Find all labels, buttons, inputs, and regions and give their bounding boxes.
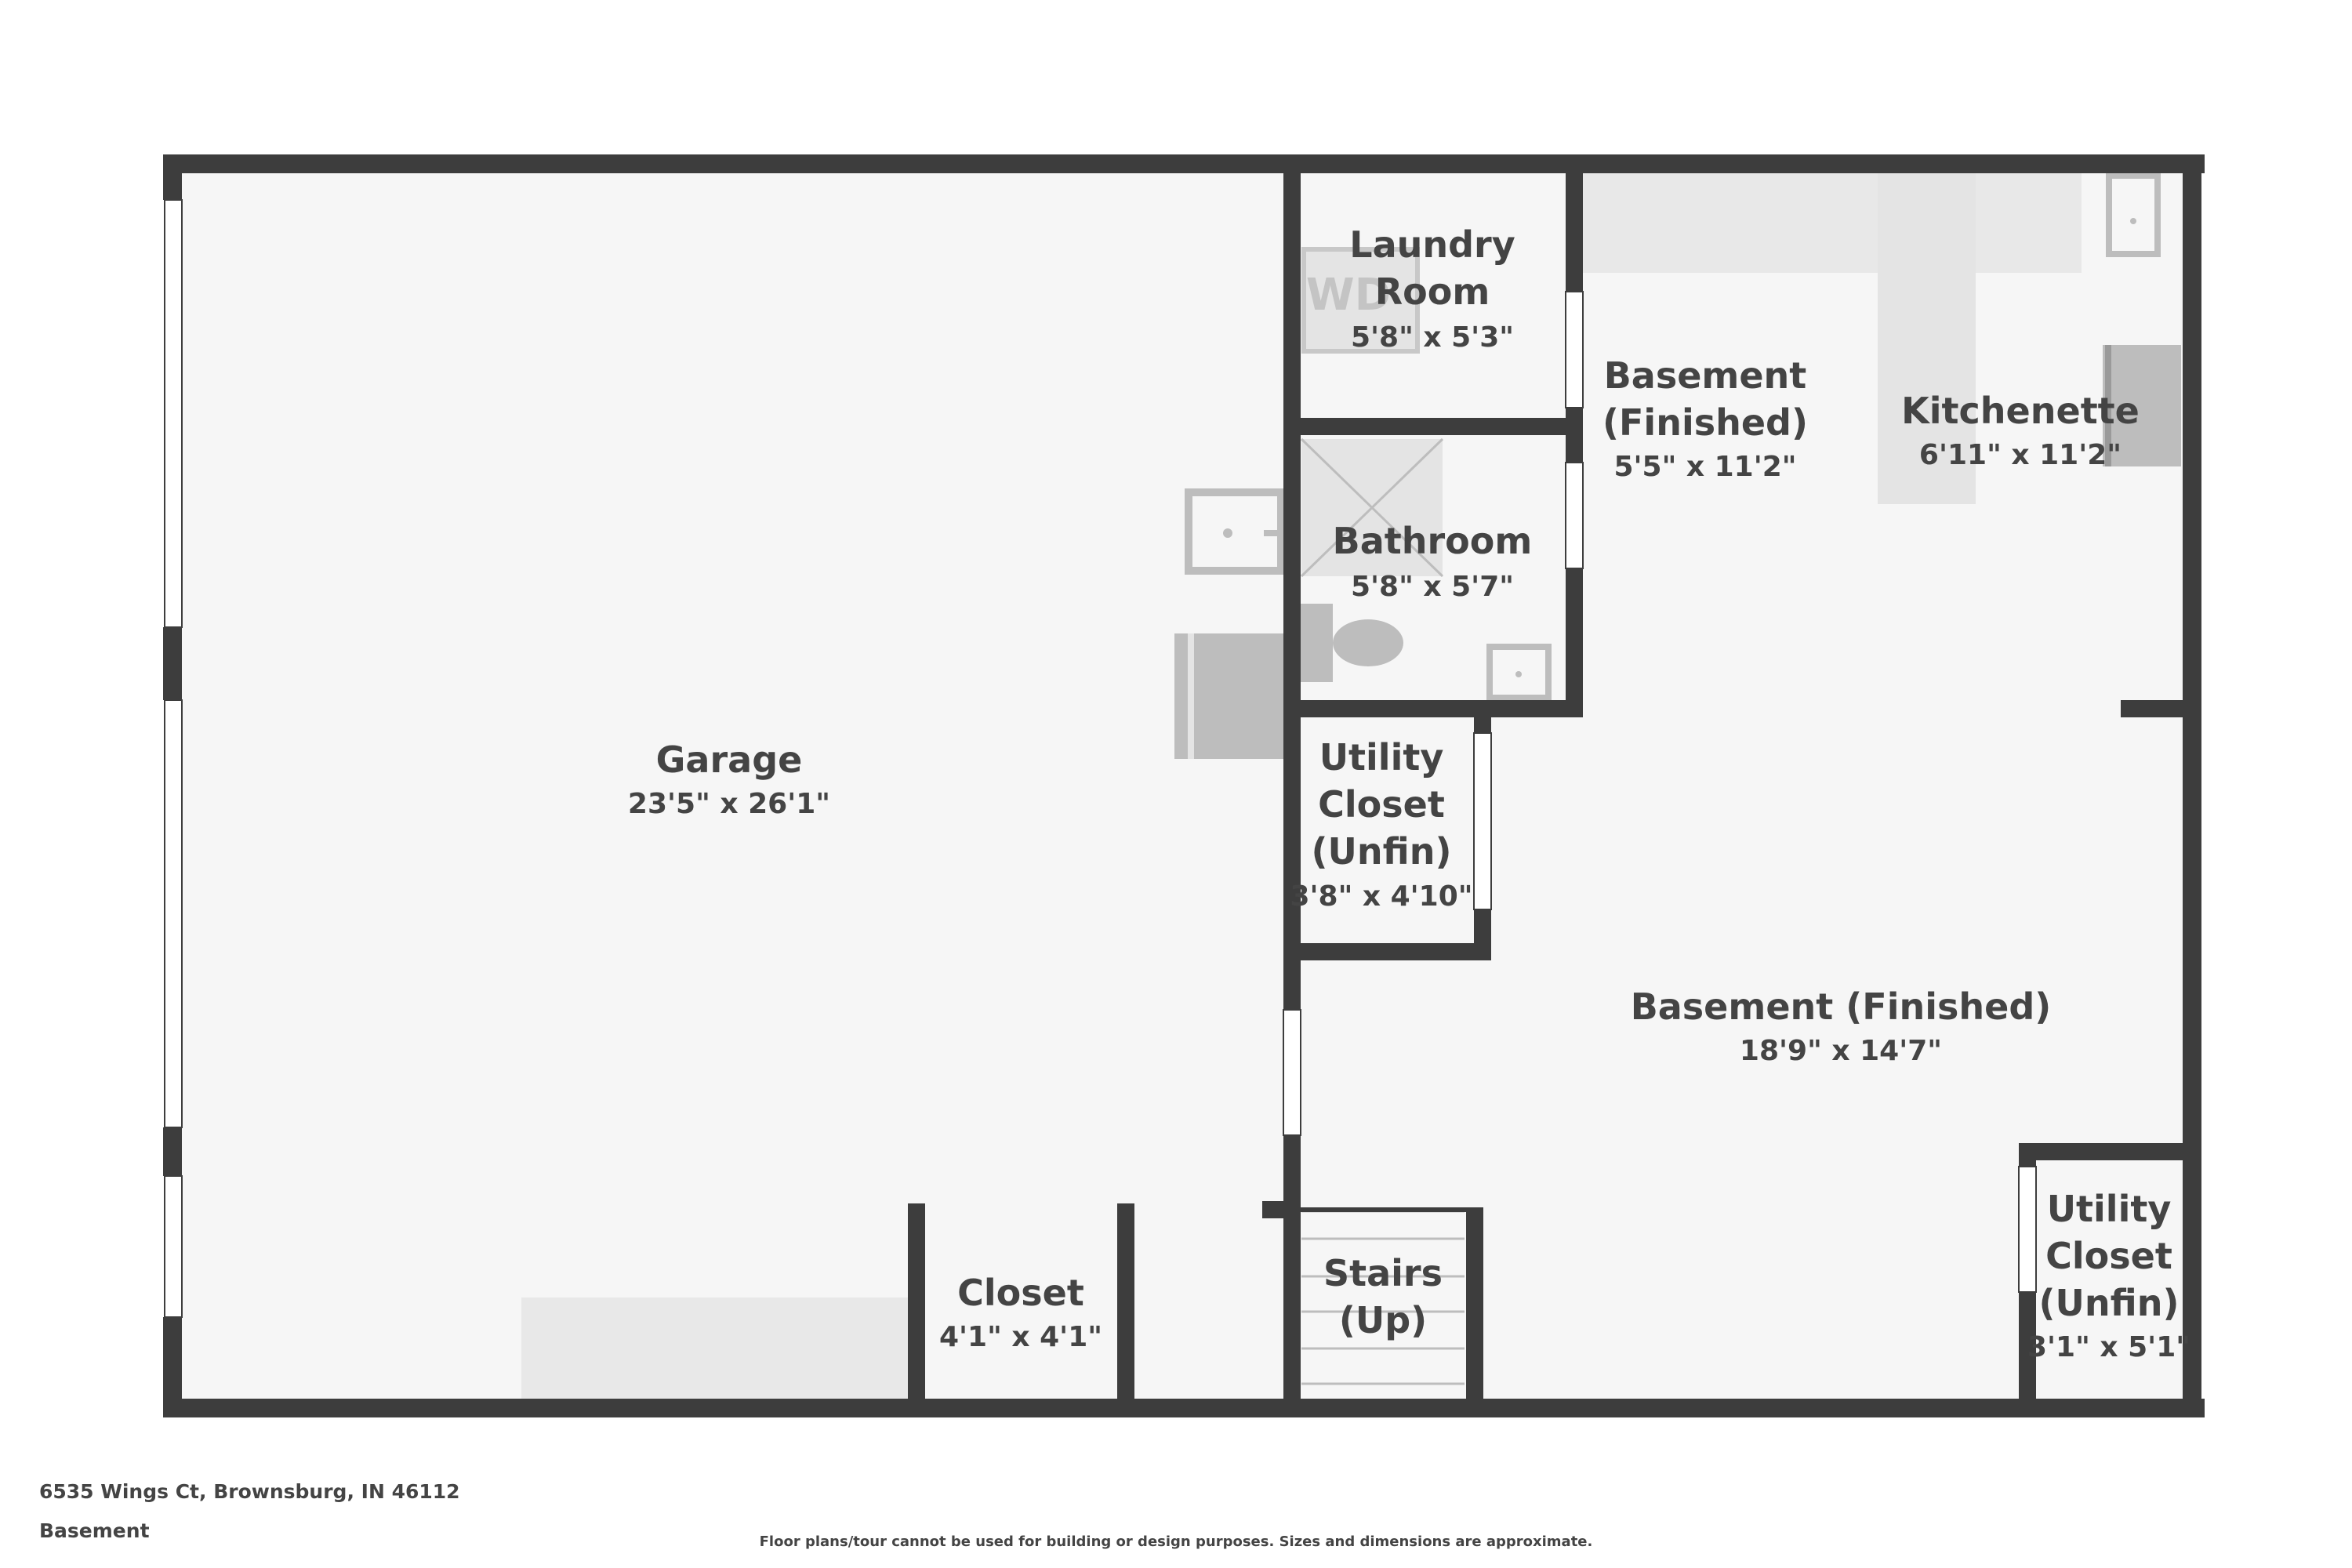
room-laundry: Laundry Room 5'8" x 5'3" [1349, 223, 1515, 354]
room-dimensions: 3'8" x 4'10" [1290, 880, 1472, 913]
toilet-tank [1298, 604, 1333, 682]
kitchen-counter-top [1580, 171, 2082, 273]
toilet-bowl [1333, 619, 1403, 666]
kitchen-counter-side [1878, 171, 1976, 504]
room-name: Closet [2045, 1235, 2172, 1277]
wall-bath-utility [1283, 700, 1583, 717]
room-name: Closet [957, 1272, 1084, 1314]
room-name: Room [1375, 270, 1490, 313]
room-basement-hall: Basement (Finished) 5'5" x 11'2" [1602, 354, 1808, 483]
room-name: Laundry [1349, 223, 1515, 266]
washer-dryer [1301, 247, 1420, 354]
room-name: Utility [2047, 1188, 2172, 1230]
wall-utility-bottom [1283, 943, 1491, 960]
room-dimensions: 3'1" x 5'1" [2027, 1331, 2190, 1363]
wall-stairs [1466, 1207, 1483, 1417]
room-name: (Unfin) [1312, 830, 1452, 873]
room-closet: Closet 4'1" x 4'1" [939, 1272, 1102, 1353]
floor-level-label: Basement [39, 1519, 150, 1542]
garage-workbench [521, 1298, 913, 1399]
utility-closet-door [1473, 732, 1492, 910]
wall-closet-left [908, 1203, 925, 1417]
refrigerator-handle [2130, 218, 2136, 224]
walls [163, 154, 2205, 1417]
wall-laundry-bath [1283, 418, 1583, 435]
room-name: Garage [656, 739, 803, 781]
room-dimensions: 6'11" x 11'2" [1919, 439, 2122, 471]
washer-dryer-label: WD [1306, 270, 1391, 321]
room-name: Utility [1319, 736, 1444, 779]
disclaimer-text: Floor plans/tour cannot be used for buil… [759, 1534, 1593, 1550]
room-dimensions: 4'1" x 4'1" [939, 1321, 1102, 1353]
sink-drain [1515, 671, 1522, 677]
wall-closet-right [1117, 1203, 1134, 1417]
room-garage: Garage 23'5" x 26'1" [628, 739, 830, 820]
garage-window [164, 699, 183, 1128]
room-name: Basement [1604, 354, 1807, 397]
room-dimensions: 5'8" x 5'3" [1351, 321, 1514, 354]
refrigerator [2106, 172, 2161, 257]
utility-closet-right-door [2018, 1166, 2037, 1293]
garage-entry-door [1283, 1009, 1301, 1136]
range-appliance [2103, 345, 2181, 466]
room-dimensions: 23'5" x 26'1" [628, 788, 830, 820]
room-name: Bathroom [1333, 520, 1533, 562]
wall-bottom [163, 1399, 2205, 1417]
room-name: Basement (Finished) [1631, 985, 2052, 1028]
room-dimensions: 5'5" x 11'2" [1613, 451, 1796, 483]
wall-utility-right-top [2019, 1143, 2201, 1160]
room-name: Kitchenette [1901, 390, 2140, 432]
room-dimensions: 5'8" x 5'7" [1351, 571, 1514, 603]
stairs-treads [1301, 1210, 1465, 1385]
bathroom-door [1565, 462, 1584, 569]
room-name: (Finished) [1602, 401, 1808, 444]
room-basement-main: Basement (Finished) 18'9" x 14'7" [1631, 985, 2052, 1067]
shower-diagonal [1300, 437, 1444, 578]
utility-sink-drain [1223, 528, 1232, 538]
garage-window [164, 1175, 183, 1318]
room-kitchenette: Kitchenette 6'11" x 11'2" [1901, 390, 2140, 471]
room-name: (Up) [1339, 1299, 1427, 1341]
room-name: (Unfin) [2039, 1282, 2180, 1324]
room-dimensions: 18'9" x 14'7" [1740, 1035, 1942, 1067]
room-utility-closet-right: Utility Closet (Unfin) 3'1" x 5'1" [2027, 1188, 2190, 1363]
room-bathroom: Bathroom 5'8" x 5'7" [1333, 520, 1533, 603]
room-utility-closet-left: Utility Closet (Unfin) 3'8" x 4'10" [1290, 736, 1472, 913]
laundry-door [1565, 291, 1584, 408]
garage-window [164, 199, 183, 628]
wall-right [2183, 154, 2201, 1417]
wall-garage-divider [1283, 154, 1301, 1010]
wall-top [163, 154, 2205, 173]
room-stairs: Stairs (Up) [1323, 1252, 1443, 1341]
property-address: 6535 Wings Ct, Brownsburg, IN 46112 [39, 1480, 460, 1503]
fixtures: WD [521, 171, 2181, 1399]
range-edge [2105, 345, 2111, 466]
floor-area [169, 166, 2199, 1411]
room-name: Stairs [1323, 1252, 1443, 1294]
room-name: Closet [1318, 783, 1445, 826]
room-labels: Garage 23'5" x 26'1" Laundry Room 5'8" x… [628, 223, 2190, 1363]
